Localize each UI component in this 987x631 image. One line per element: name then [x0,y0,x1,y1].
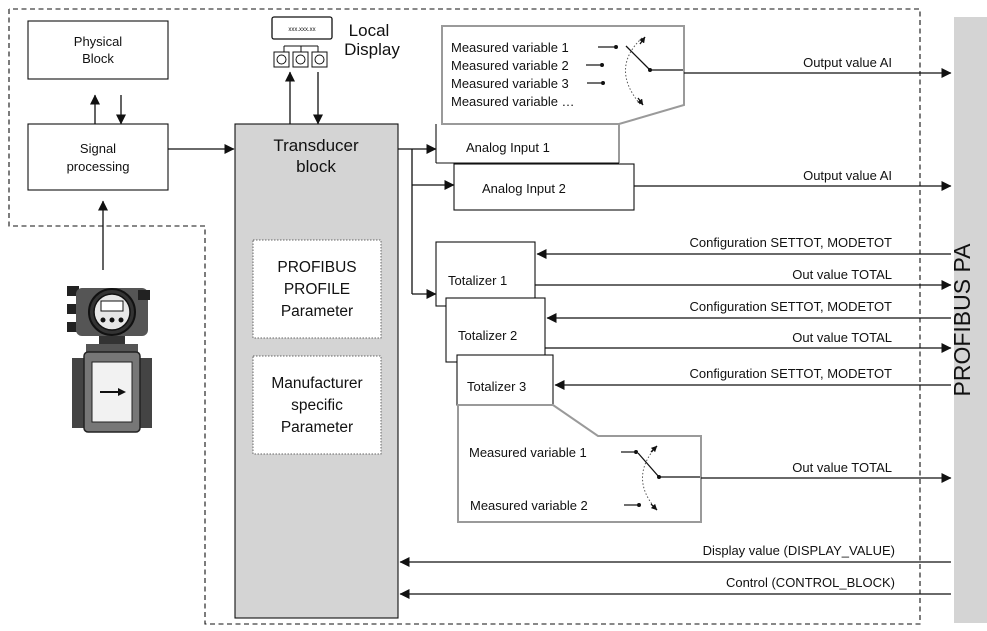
ai-selector-item-2: Measured variable 2 [451,58,569,73]
ai-selector-switch-icon [586,36,683,106]
ai-selector-item-1: Measured variable 1 [451,40,569,55]
signal-processing-label-2: processing [67,159,130,174]
profibus-profile-box [252,239,382,339]
manufacturer-specific-label-3: Parameter [281,419,353,436]
manufacturer-specific-label-2: specific [291,397,343,414]
analog-input-1-label: Analog Input 1 [466,140,550,155]
out-total-1-label: Out value TOTAL [792,267,892,282]
totalizer-3-block [456,354,554,406]
profibus-profile-label-1: PROFIBUS [277,259,356,276]
signal-processing-block [27,123,169,191]
ai-selector-item-4: Measured variable … [451,94,575,109]
tot-selector-item-1: Measured variable 1 [469,445,587,460]
signal-processing-label-1: Signal [80,141,116,156]
out-total-3-label: Out value TOTAL [792,460,892,475]
output-ai-2-label: Output value AI [803,168,892,183]
totalizer-3-label: Totalizer 3 [467,379,526,394]
transducer-block-label-1: Transducer [273,136,359,155]
profibus-profile-label-2: PROFILE [284,281,350,298]
physical-block-label-1: Physical [74,34,123,49]
analog-input-2-block [453,163,635,211]
totalizer-2-label: Totalizer 2 [458,328,517,343]
local-display-label-2: Display [344,40,400,59]
display-value-label: Display value (DISPLAY_VALUE) [703,543,895,558]
profibus-pa-bus [954,17,987,623]
out-total-2-label: Out value TOTAL [792,330,892,345]
physical-block [27,20,169,80]
manufacturer-specific-box [252,355,382,455]
totalizer-1-block [435,241,536,307]
config-2-label: Configuration SETTOT, MODETOT [689,299,892,314]
tot-selector-item-2: Measured variable 2 [470,498,588,513]
config-1-label: Configuration SETTOT, MODETOT [689,235,892,250]
totalizer-selector-switch-icon [621,445,700,511]
manufacturer-specific-label-1: Manufacturer [271,375,362,392]
local-display-label-1: Local [349,21,390,40]
profibus-pa-label: PROFIBUS PA [949,243,975,397]
ai-selector-item-3: Measured variable 3 [451,76,569,91]
flowmeter-device-icon [67,286,152,433]
local-display-icon: xxx.xxx.xx [271,16,333,68]
display-readout: xxx.xxx.xx [288,27,315,33]
transducer-block-label-2: block [296,157,336,176]
config-3-label: Configuration SETTOT, MODETOT [689,366,892,381]
physical-block-label-2: Block [82,51,114,66]
totalizer-selector-callout [457,404,702,523]
analog-input-2-label: Analog Input 2 [482,181,566,196]
ai-selector-callout [441,25,685,125]
control-label: Control (CONTROL_BLOCK) [726,575,895,590]
output-ai-1-label: Output value AI [803,55,892,70]
totalizer-2-block [445,297,546,363]
device-boundary [8,8,921,625]
totalizer-1-label: Totalizer 1 [448,273,507,288]
profibus-profile-label-3: Parameter [281,303,353,320]
